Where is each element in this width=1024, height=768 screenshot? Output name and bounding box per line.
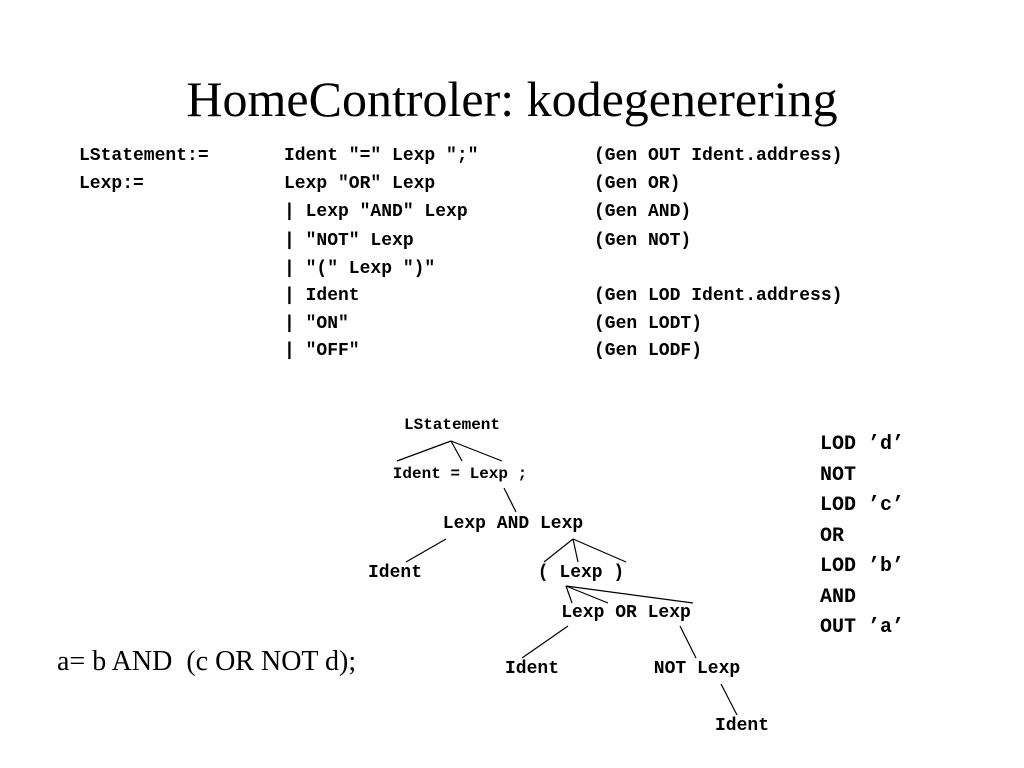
- generated-code-list: LOD ’d’ NOT LOD ’c’ OR LOD ’b’ AND OUT ’…: [820, 430, 904, 644]
- grammar-action: (Gen OR): [594, 174, 681, 194]
- example-statement: a= b AND (c OR NOT d);: [57, 646, 357, 677]
- tree-node-ident: Ident: [504, 659, 560, 679]
- tree-node-ident-eq-lexp: Ident = Lexp ;: [392, 465, 528, 483]
- tree-edge: [572, 538, 627, 563]
- tree-edge: [543, 538, 574, 563]
- grammar-action: (Gen NOT): [594, 231, 692, 251]
- tree-edge: [450, 440, 503, 462]
- grammar-rhs: | "NOT" Lexp: [284, 231, 414, 251]
- code-line: AND: [820, 585, 857, 609]
- tree-node-ident: Ident: [367, 563, 423, 583]
- grammar-rhs: | Lexp "AND" Lexp: [284, 202, 468, 222]
- code-line: LOD ’c’: [820, 494, 905, 517]
- tree-edge: [565, 585, 694, 604]
- tree-edge: [450, 440, 463, 462]
- grammar-action: (Gen LODF): [594, 341, 703, 361]
- grammar-lhs: Lexp:=: [79, 174, 144, 194]
- slide-title: HomeControler: kodegenerering: [186, 70, 838, 127]
- tree-node-paren-lexp: ( Lexp ): [537, 563, 625, 583]
- grammar-action: (Gen LODT): [594, 314, 703, 334]
- grammar-rhs: Lexp "OR" Lexp: [284, 174, 436, 194]
- grammar-action: (Gen OUT Ident.address): [594, 146, 843, 166]
- tree-node-lexp-and-lexp: Lexp AND Lexp: [442, 514, 584, 534]
- grammar-rhs: Ident "=" Lexp ";": [284, 146, 479, 166]
- tree-edge: [720, 683, 738, 716]
- tree-node-lstatement: LStatement: [403, 416, 501, 434]
- tree-edge: [565, 585, 573, 604]
- tree-edge: [679, 625, 697, 659]
- code-line: LOD ’b’: [820, 555, 905, 578]
- tree-node-not-lexp: NOT Lexp: [653, 659, 741, 679]
- grammar-rhs: | Ident: [284, 286, 360, 306]
- tree-edge: [396, 440, 452, 462]
- grammar-action: (Gen AND): [594, 202, 692, 222]
- code-line: OUT ’a’: [820, 616, 905, 639]
- grammar-rhs: | "OFF": [284, 341, 360, 361]
- tree-edge: [521, 625, 569, 659]
- code-line: LOD ’d’: [820, 433, 905, 456]
- tree-edge: [503, 487, 517, 513]
- code-line: NOT: [820, 463, 857, 487]
- tree-node-lexp-or-lexp: Lexp OR Lexp: [561, 603, 691, 623]
- tree-edge: [565, 585, 609, 604]
- grammar-rhs: | "(" Lexp ")": [284, 259, 436, 279]
- grammar-action: (Gen LOD Ident.address): [594, 286, 843, 306]
- tree-edge: [572, 538, 579, 563]
- tree-edge: [405, 538, 447, 563]
- grammar-lhs: LStatement:=: [79, 146, 209, 166]
- code-line: OR: [820, 524, 845, 548]
- grammar-rhs: | "ON": [284, 314, 349, 334]
- tree-node-ident: Ident: [714, 716, 770, 736]
